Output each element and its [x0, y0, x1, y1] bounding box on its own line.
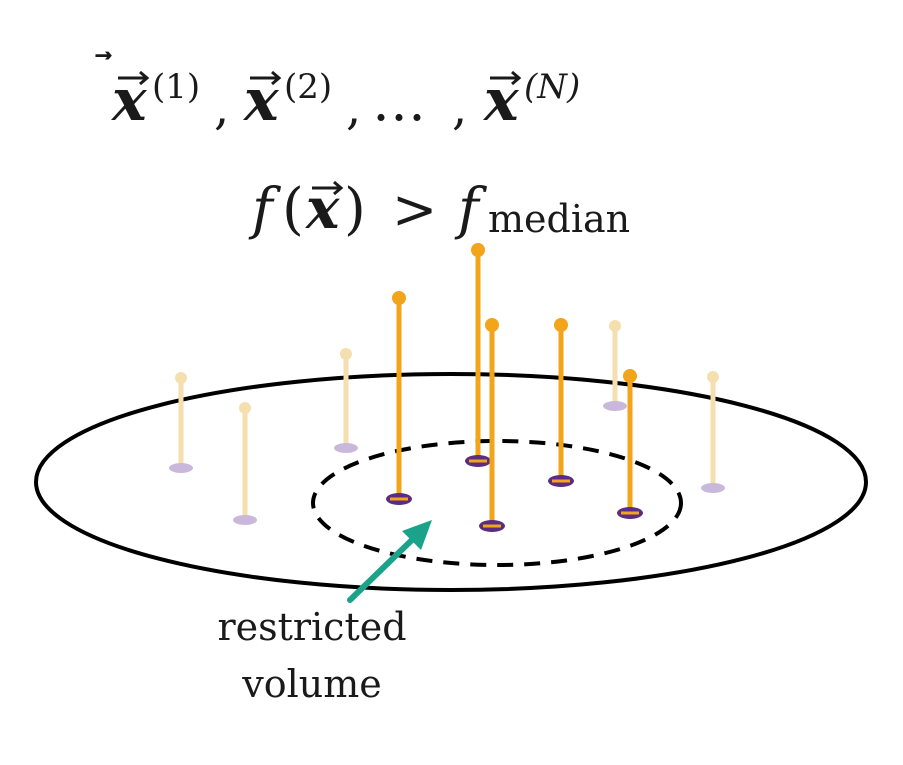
comma-separator: ,: [346, 80, 361, 136]
faded-point: [701, 371, 725, 493]
active-point: [548, 318, 574, 487]
faded-point: [169, 372, 193, 473]
domain-ellipse: [34, 372, 868, 592]
label-line-1: restricted: [217, 605, 406, 649]
function-f-median: f: [454, 177, 488, 242]
active-points: [386, 243, 643, 532]
vector-x-symbol: x: [482, 66, 520, 134]
faded-points: [169, 320, 725, 525]
median-subscript: median: [488, 197, 630, 241]
vector-x-symbol: x: [110, 66, 148, 134]
ellipsis: …: [372, 70, 426, 133]
vector-arrow-icon: [118, 70, 150, 86]
sample-term-n: x (N): [482, 66, 580, 134]
function-f: f: [248, 177, 282, 242]
vector-arrow-icon: [490, 70, 522, 86]
active-point: [386, 291, 412, 505]
active-point: [465, 243, 491, 467]
superscript-2: (2): [284, 67, 332, 107]
comma-separator: ,: [452, 80, 467, 136]
comma-separator: ,: [214, 80, 229, 136]
arrow-head-icon: [402, 520, 432, 550]
superscript-1: (1): [152, 67, 200, 107]
close-paren: ): [344, 177, 366, 242]
sample-sequence-equation: x ⃗ (1) , x (2) , … , x (N): [95, 51, 580, 136]
vector-arrow-icon: [312, 180, 344, 196]
vector-x-symbol: x: [305, 176, 340, 242]
restricted-volume-ellipse: [311, 439, 683, 567]
annotation-arrow: [347, 520, 432, 603]
vector-x-symbol: x: [242, 66, 280, 134]
faded-point: [334, 348, 358, 453]
label-line-2: volume: [241, 662, 382, 706]
faded-point: [233, 402, 257, 525]
vector-arrow-icon: [250, 70, 282, 86]
active-point: [617, 369, 643, 519]
sample-term-2: x (2) ,: [242, 66, 361, 136]
vector-arrow-icon: ⃗: [95, 51, 112, 60]
restricted-volume-label: restricted volume: [217, 605, 406, 706]
condition-equation: f ( x ) > f median: [248, 176, 630, 242]
greater-than-operator: >: [392, 178, 437, 241]
faded-point: [603, 320, 627, 411]
active-point: [479, 318, 505, 532]
arrow-shaft: [347, 534, 418, 603]
superscript-n: (N): [524, 67, 580, 107]
open-paren: (: [282, 177, 304, 242]
sample-term-1: x ⃗ (1) ,: [95, 51, 229, 136]
